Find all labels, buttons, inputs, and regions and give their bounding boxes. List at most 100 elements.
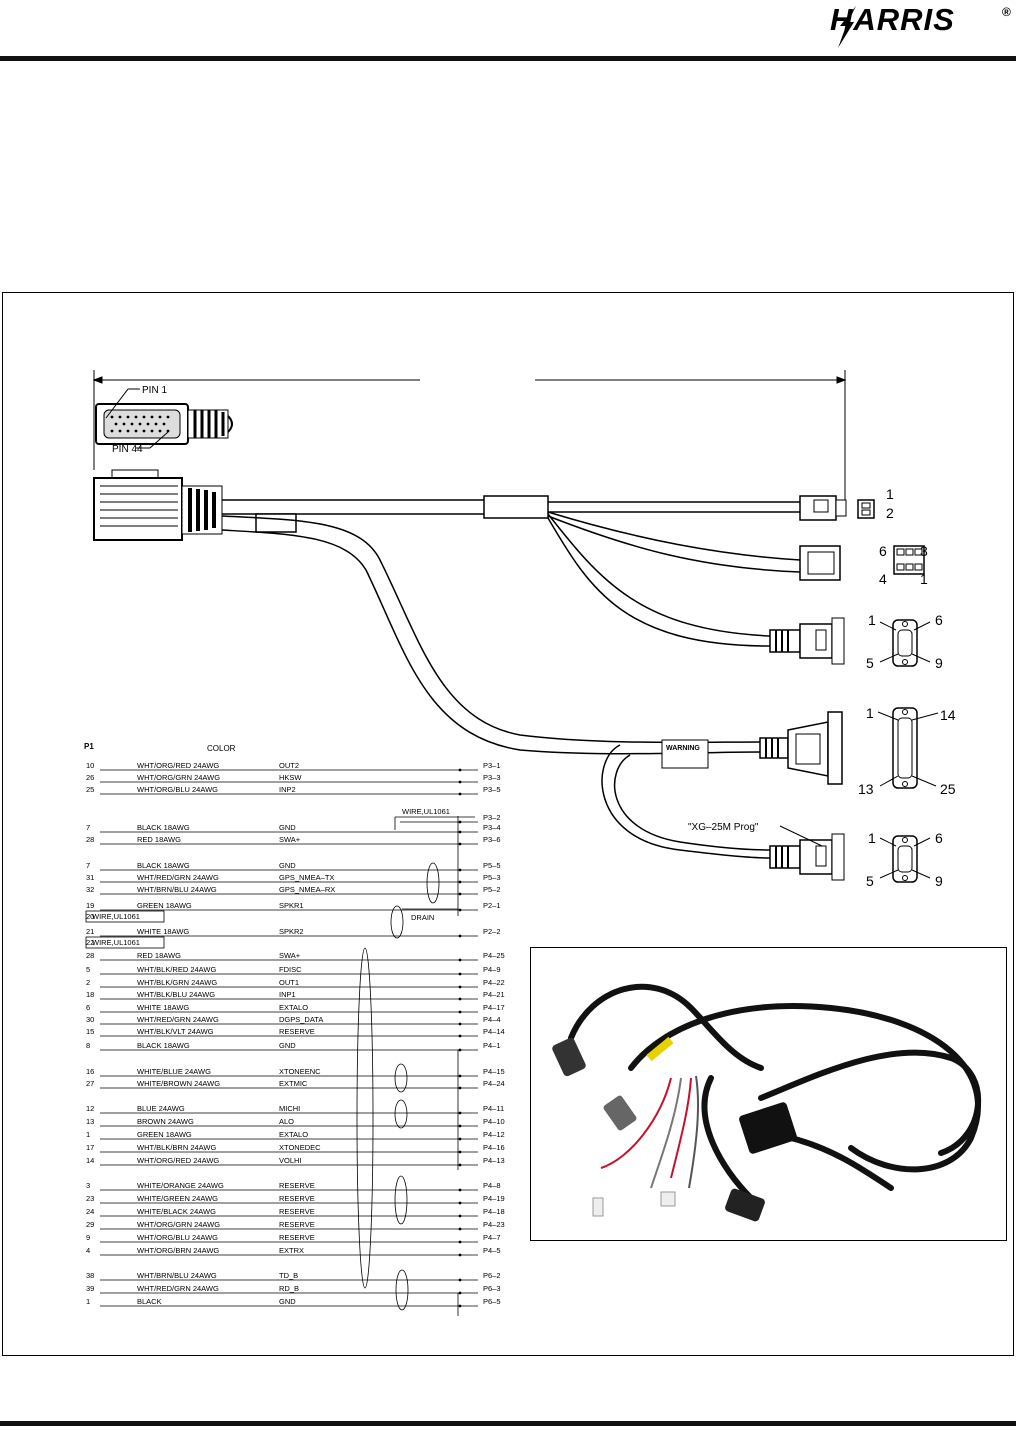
- p3-pin-3: 3: [920, 543, 928, 559]
- wire-terminal: [458, 1010, 462, 1014]
- row-signal: SWA+: [279, 835, 301, 844]
- row-signal: TD_B: [279, 1271, 298, 1280]
- row-pin: 28: [86, 835, 94, 844]
- p6-db9-connector: [769, 825, 931, 883]
- p5-pin-1: 1: [868, 612, 876, 628]
- row-destination: P4–11: [483, 1104, 504, 1113]
- wire-terminal: [458, 985, 462, 989]
- p5-pin-6: 6: [935, 612, 943, 628]
- row-destination: P4–5: [483, 1246, 501, 1255]
- p3-pin-4: 4: [879, 571, 887, 587]
- main-cable: [221, 495, 801, 859]
- row-wire-color: WHT/ORG/BRN 24AWG: [137, 1246, 219, 1255]
- row-wire-color: WIRE,UL1061: [92, 938, 140, 947]
- row-wire-color: WHITE 18AWG: [137, 927, 189, 936]
- row-destination: P4–14: [483, 1027, 505, 1036]
- row-pin: 16: [86, 1067, 94, 1076]
- row-destination: P4–18: [483, 1207, 505, 1216]
- row-pin: 1: [86, 1297, 90, 1306]
- wire-terminal: [458, 792, 462, 796]
- prog-label: "XG–25M Prog": [688, 822, 759, 833]
- row-wire-color: BLACK: [137, 1297, 162, 1306]
- row-pin: 28: [86, 951, 94, 960]
- row-signal: RESERVE: [279, 1233, 315, 1242]
- row-wire-color: WHT/BLK/GRN 24AWG: [137, 978, 217, 987]
- wire-terminal: [458, 1034, 462, 1038]
- row-pin: 18: [86, 990, 94, 999]
- row-destination: P5–5: [483, 861, 501, 870]
- row-destination: P6–3: [483, 1284, 501, 1293]
- row-signal: OUT1: [279, 978, 299, 987]
- drain-label: DRAIN: [411, 913, 434, 922]
- wire-terminal: [458, 1124, 462, 1128]
- harris-logo-graphic: HARRIS ®: [830, 2, 1011, 48]
- schematic-header-color: COLOR: [207, 744, 236, 753]
- p4-pin-14: 14: [940, 707, 956, 723]
- row-signal: RESERVE: [279, 1207, 315, 1216]
- row-signal: EXTALO: [279, 1003, 308, 1012]
- row-destination: P4–15: [483, 1067, 505, 1076]
- row-pin: 7: [86, 823, 90, 832]
- wire-terminal: [458, 1163, 462, 1167]
- row-signal: MICHI: [279, 1104, 300, 1113]
- row-signal: SPKR2: [279, 927, 304, 936]
- row-signal: DGPS_DATA: [279, 1015, 323, 1024]
- wire-terminal: [458, 908, 462, 912]
- row-pin: 4: [86, 1246, 90, 1255]
- row-signal: GPS_NMEA–RX: [279, 885, 335, 894]
- row-destination: P4–8: [483, 1181, 501, 1190]
- p6-pin-6: 6: [935, 830, 943, 846]
- row-wire-color: WHT/ORG/BLU 24AWG: [137, 785, 218, 794]
- wire-terminal: [458, 1278, 462, 1282]
- row-wire-color: WHITE/BLUE 24AWG: [137, 1067, 211, 1076]
- row-wire-color: WHT/ORG/RED 24AWG: [137, 1156, 219, 1165]
- row-wire-color: WHT/RED/GRN 24AWG: [137, 1015, 219, 1024]
- row-destination: P6–2: [483, 1271, 501, 1280]
- row-wire-color: RED 18AWG: [137, 835, 181, 844]
- row-wire-color: WHT/RED/GRN 24AWG: [137, 1284, 219, 1293]
- p3-pin-1: 1: [920, 571, 928, 587]
- wire-terminal: [458, 958, 462, 962]
- p3-pin-6: 6: [879, 543, 887, 559]
- p5-pin-9: 9: [935, 655, 943, 671]
- p1-connector-body: [93, 469, 223, 541]
- wire-terminal: [458, 1137, 462, 1141]
- footer-rule: [0, 1421, 1016, 1426]
- p6-pin-5: 5: [866, 873, 874, 889]
- wire-terminal: [458, 1304, 462, 1308]
- row-wire-color: WHT/RED/GRN 24AWG: [137, 873, 219, 882]
- row-destination: P2–2: [483, 927, 501, 936]
- wire-terminal: [458, 934, 462, 938]
- row-signal: EXTMIC: [279, 1079, 308, 1088]
- wire-terminal: [458, 1150, 462, 1154]
- wire-terminal: [458, 768, 462, 772]
- row-signal: EXTRX: [279, 1246, 304, 1255]
- row-pin: 23: [86, 1194, 94, 1203]
- row-wire-color: WHT/ORG/GRN 24AWG: [137, 1220, 220, 1229]
- row-pin: 24: [86, 1207, 94, 1216]
- row-pin: 6: [86, 1003, 90, 1012]
- row-pin: 3: [86, 1181, 90, 1190]
- row-destination: P4–25: [483, 951, 505, 960]
- row-destination: P4–23: [483, 1220, 505, 1229]
- brand-registered: ®: [1002, 5, 1011, 19]
- p4-db25-connector: [759, 707, 939, 789]
- row-destination: P4–1: [483, 1041, 501, 1050]
- row-pin: 5: [86, 965, 90, 974]
- row-wire-color: WHT/ORG/GRN 24AWG: [137, 773, 220, 782]
- row-signal: EXTALO: [279, 1130, 308, 1139]
- row-signal: XTONEDEC: [279, 1143, 321, 1152]
- wire-terminal: [458, 842, 462, 846]
